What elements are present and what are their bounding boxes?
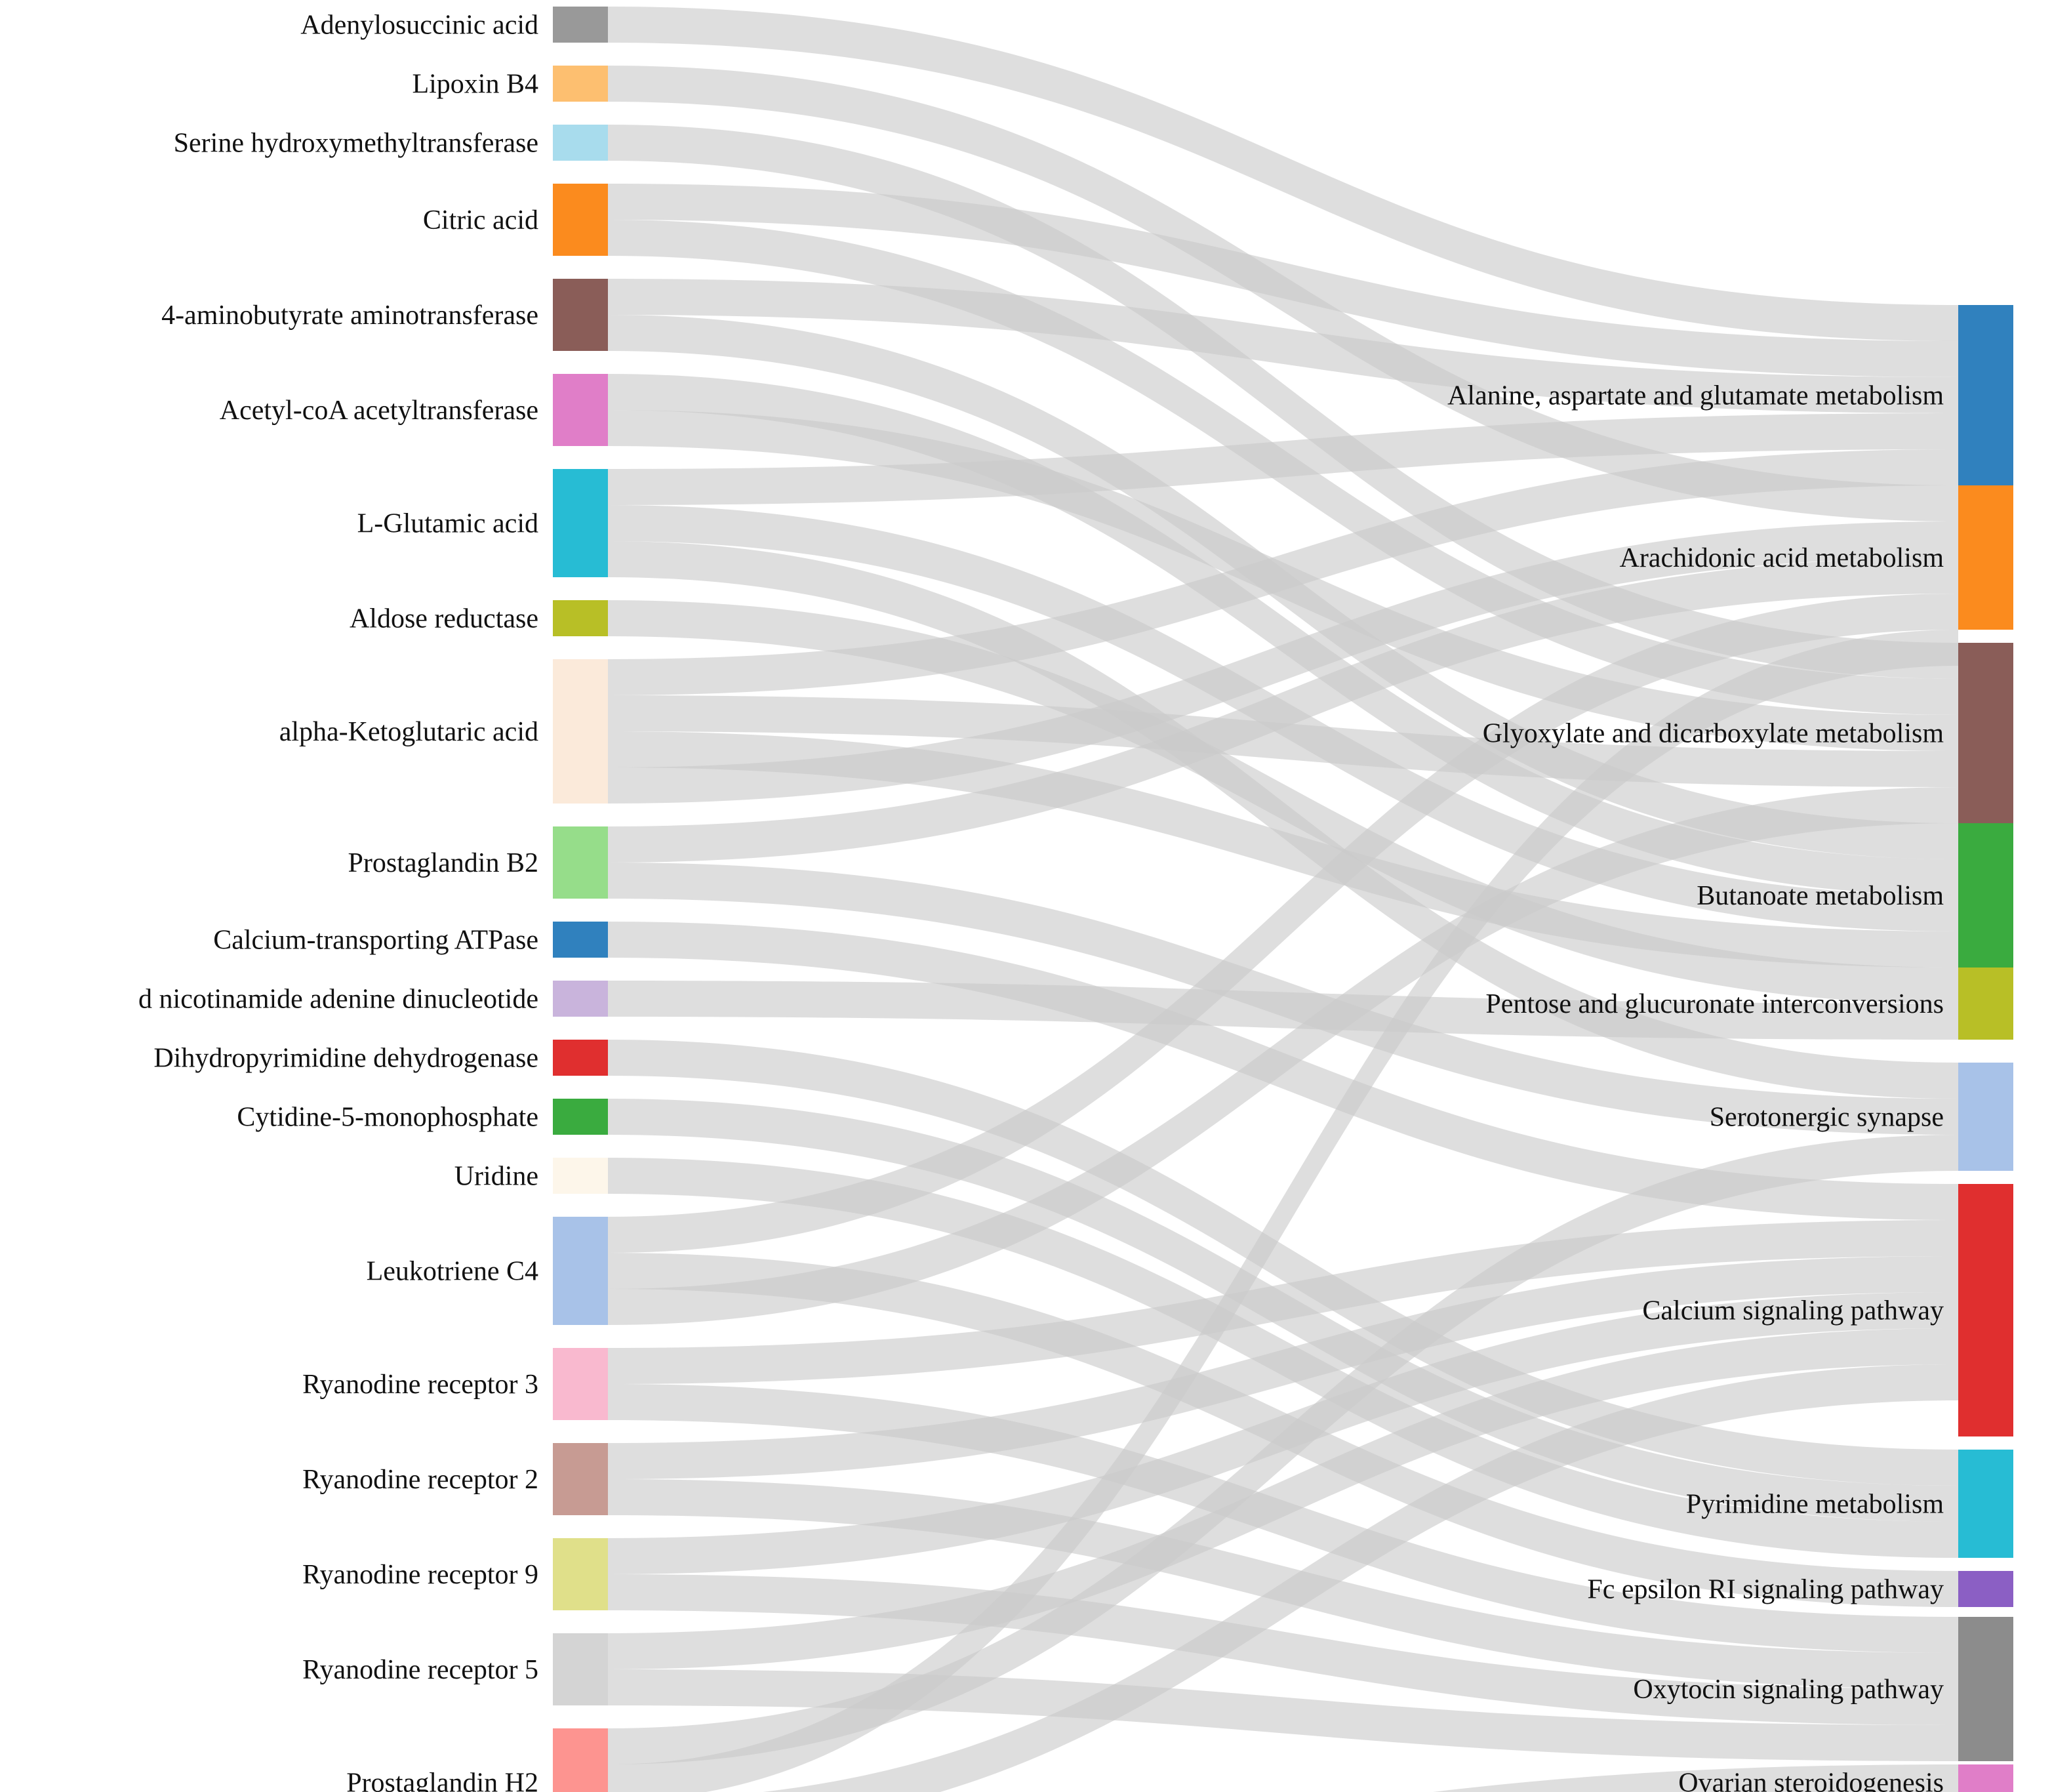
node-label-alanine-aspartate-glutamate-metabolism: Alanine, aspartate and glutamate metabol… xyxy=(1447,381,1944,411)
sankey-link[interactable] xyxy=(608,731,1958,967)
node-label-leukotriene-c4: Leukotriene C4 xyxy=(367,1257,538,1287)
sankey-node-arachidonic-acid-metabolism[interactable] xyxy=(1958,485,2013,630)
sankey-node-citric-acid[interactable] xyxy=(553,184,608,256)
node-label-serotonergic-synapse: Serotonergic synapse xyxy=(1710,1103,1944,1133)
node-label-nicotinamide-adenine-dinucleotide: d nicotinamide adenine dinucleotide xyxy=(138,985,538,1015)
node-label-ryanodine-receptor-5: Ryanodine receptor 5 xyxy=(302,1655,538,1685)
sankey-link[interactable] xyxy=(608,1764,1958,1792)
sankey-link[interactable] xyxy=(608,1040,1958,1486)
node-label-fc-epsilon-ri-signaling-pathway: Fc epsilon RI signaling pathway xyxy=(1587,1575,1944,1605)
node-label-alpha-ketoglutaric-acid: alpha-Ketoglutaric acid xyxy=(279,717,538,747)
sankey-node-glyoxylate-dicarboxylate-metabolism[interactable] xyxy=(1958,643,2013,823)
node-label-ovarian-steroidogenesis: Ovarian steroidogenesis xyxy=(1678,1768,1944,1792)
node-label-lipoxin-b4: Lipoxin B4 xyxy=(412,70,538,100)
sankey-node-ryanodine-receptor-2[interactable] xyxy=(553,1443,608,1515)
sankey-link[interactable] xyxy=(608,594,1958,1253)
sankey-node-calcium-transporting-atpase[interactable] xyxy=(553,922,608,958)
node-label-4-aminobutyrate-aminotransferase: 4-aminobutyrate aminotransferase xyxy=(161,300,538,331)
sankey-node-ryanodine-receptor-3[interactable] xyxy=(553,1348,608,1420)
sankey-node-pyrimidine-metabolism[interactable] xyxy=(1958,1450,2013,1558)
sankey-node-aldose-reductase[interactable] xyxy=(553,600,608,636)
sankey-node-butanoate-metabolism[interactable] xyxy=(1958,823,2013,967)
node-label-prostaglandin-b2: Prostaglandin B2 xyxy=(348,848,539,878)
node-label-ryanodine-receptor-2: Ryanodine receptor 2 xyxy=(302,1465,538,1495)
sankey-node-uridine[interactable] xyxy=(553,1158,608,1194)
node-label-ryanodine-receptor-3: Ryanodine receptor 3 xyxy=(302,1370,538,1400)
sankey-node-cytidine-5-monophosphate[interactable] xyxy=(553,1099,608,1135)
sankey-node-prostaglandin-b2[interactable] xyxy=(553,826,608,899)
sankey-node-prostaglandin-h2[interactable] xyxy=(553,1728,608,1792)
sankey-node-nicotinamide-adenine-dinucleotide[interactable] xyxy=(553,981,608,1017)
node-label-dihydropyrimidine-dehydrogenase: Dihydropyrimidine dehydrogenase xyxy=(153,1044,538,1074)
sankey-link[interactable] xyxy=(608,125,1958,679)
sankey-link[interactable] xyxy=(608,1384,1958,1653)
sankey-node-4-aminobutyrate-aminotransferase[interactable] xyxy=(553,279,608,351)
sankey-link[interactable] xyxy=(608,1135,1958,1764)
node-label-oxytocin-signaling-pathway: Oxytocin signaling pathway xyxy=(1633,1675,1944,1705)
sankey-node-leukotriene-c4[interactable] xyxy=(553,1217,608,1325)
sankey-link[interactable] xyxy=(608,558,1958,863)
sankey-link[interactable] xyxy=(608,787,1958,1325)
nodes-layer xyxy=(553,7,2013,1792)
sankey-link[interactable] xyxy=(608,630,1958,1792)
sankey-link[interactable] xyxy=(608,1220,1958,1384)
sankey-node-alpha-ketoglutaric-acid[interactable] xyxy=(553,659,608,804)
sankey-link[interactable] xyxy=(608,449,1958,695)
sankey-link[interactable] xyxy=(608,600,1958,1004)
sankey-node-adenylosuccinic-acid[interactable] xyxy=(553,7,608,43)
sankey-node-calcium-signaling-pathway[interactable] xyxy=(1958,1184,2013,1436)
node-label-cytidine-5-monophosphate: Cytidine-5-monophosphate xyxy=(237,1103,538,1133)
sankey-node-l-glutamic-acid[interactable] xyxy=(553,469,608,577)
links-layer xyxy=(608,7,1958,1792)
node-label-pentose-glucuronate-interconversions: Pentose and glucuronate interconversions xyxy=(1485,989,1944,1019)
sankey-node-dihydropyrimidine-dehydrogenase[interactable] xyxy=(553,1040,608,1076)
node-label-arachidonic-acid-metabolism: Arachidonic acid metabolism xyxy=(1619,543,1944,573)
node-label-calcium-signaling-pathway: Calcium signaling pathway xyxy=(1642,1296,1944,1326)
sankey-link[interactable] xyxy=(608,7,1958,341)
sankey-link[interactable] xyxy=(608,521,1958,804)
sankey-link[interactable] xyxy=(608,374,1958,895)
sankey-link[interactable] xyxy=(608,184,1958,377)
sankey-node-ryanodine-receptor-5[interactable] xyxy=(553,1633,608,1705)
node-label-pyrimidine-metabolism: Pyrimidine metabolism xyxy=(1686,1490,1944,1520)
node-label-ryanodine-receptor-9: Ryanodine receptor 9 xyxy=(302,1560,538,1590)
node-label-glyoxylate-dicarboxylate-metabolism: Glyoxylate and dicarboxylate metabolism xyxy=(1483,719,1944,749)
node-label-l-glutamic-acid: L-Glutamic acid xyxy=(357,509,538,539)
node-label-butanoate-metabolism: Butanoate metabolism xyxy=(1697,881,1944,911)
node-label-adenylosuccinic-acid: Adenylosuccinic acid xyxy=(300,10,538,41)
node-label-acetyl-coa-acetyltransferase: Acetyl-coA acetyltransferase xyxy=(220,396,538,426)
sankey-node-alanine-aspartate-glutamate-metabolism[interactable] xyxy=(1958,305,2013,485)
node-label-citric-acid: Citric acid xyxy=(423,205,538,235)
sankey-link[interactable] xyxy=(608,1256,1958,1479)
sankey-node-ovarian-steroidogenesis[interactable] xyxy=(1958,1764,2013,1792)
sankey-node-acetyl-coa-acetyltransferase[interactable] xyxy=(553,374,608,446)
sankey-link[interactable] xyxy=(608,1328,1958,1669)
sankey-node-serotonergic-synapse[interactable] xyxy=(1958,1063,2013,1171)
sankey-link[interactable] xyxy=(608,279,1958,413)
node-label-aldose-reductase: Aldose reductase xyxy=(350,604,538,634)
sankey-link[interactable] xyxy=(608,981,1958,1040)
sankey-node-oxytocin-signaling-pathway[interactable] xyxy=(1958,1617,2013,1761)
node-label-prostaglandin-h2: Prostaglandin H2 xyxy=(346,1768,538,1792)
sankey-link[interactable] xyxy=(608,413,1958,505)
sankey-node-pentose-glucuronate-interconversions[interactable] xyxy=(1958,967,2013,1040)
node-label-uridine: Uridine xyxy=(454,1162,538,1192)
sankey-node-fc-epsilon-ri-signaling-pathway[interactable] xyxy=(1958,1571,2013,1607)
node-label-calcium-transporting-atpase: Calcium-transporting ATPase xyxy=(213,926,538,956)
node-label-serine-hydroxymethyltransferase: Serine hydroxymethyltransferase xyxy=(174,129,538,159)
sankey-node-ryanodine-receptor-9[interactable] xyxy=(553,1538,608,1610)
sankey-node-lipoxin-b4[interactable] xyxy=(553,66,608,102)
sankey-node-serine-hydroxymethyltransferase[interactable] xyxy=(553,125,608,161)
